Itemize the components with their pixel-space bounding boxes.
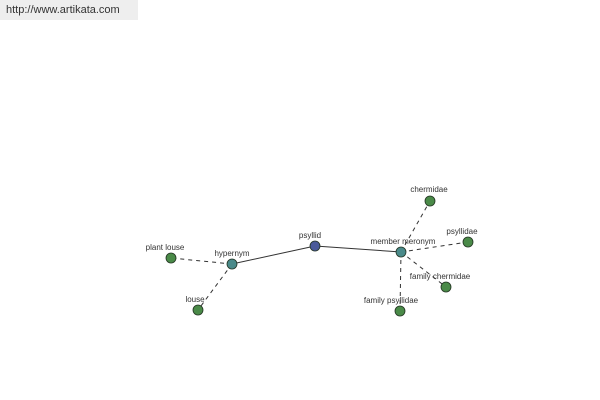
edge-member-meronym-family-psyllidae [399, 251, 402, 312]
node-psyllid[interactable] [309, 240, 321, 252]
node-label-psyllid[interactable]: psyllid [299, 231, 321, 240]
edge-member-meronym-chermidae [400, 200, 431, 253]
node-family-psyllidae[interactable] [394, 305, 406, 317]
node-label-family-psyllidae[interactable]: family psyllidae [364, 296, 419, 305]
node-member-meronym[interactable] [395, 246, 407, 258]
edges-layer [170, 200, 469, 312]
edge-hypernym-louse [197, 263, 233, 311]
node-label-psyllidae[interactable]: psyllidae [446, 227, 478, 236]
nodes-layer [165, 195, 474, 317]
source-url[interactable]: http://www.artikata.com [0, 0, 138, 20]
edge-member-meronym-psyllidae [400, 241, 469, 253]
node-plant-louse[interactable] [165, 252, 177, 264]
node-label-chermidae[interactable]: chermidae [410, 185, 448, 194]
edge-hypernym-plant-louse [170, 257, 233, 265]
node-psyllidae[interactable] [462, 236, 474, 248]
node-label-member-meronym[interactable]: member meronym [371, 237, 436, 246]
labels-layer: psyllid hypernym member meronym plant louse… [146, 185, 478, 305]
node-label-louse[interactable]: louse [185, 295, 205, 304]
node-label-plant-louse[interactable]: plant louse [146, 243, 185, 252]
edge-member-meronym-family-chermidae [400, 251, 447, 288]
edge-psyllid-hypernym [231, 245, 316, 265]
node-family-chermidae[interactable] [440, 281, 452, 293]
edge-psyllid-member-meronym [314, 245, 402, 253]
node-louse[interactable] [192, 304, 204, 316]
node-label-family-chermidae[interactable]: family chermidae [410, 272, 471, 281]
node-chermidae[interactable] [424, 195, 436, 207]
node-label-hypernym[interactable]: hypernym [214, 249, 249, 258]
node-hypernym[interactable] [226, 258, 238, 270]
